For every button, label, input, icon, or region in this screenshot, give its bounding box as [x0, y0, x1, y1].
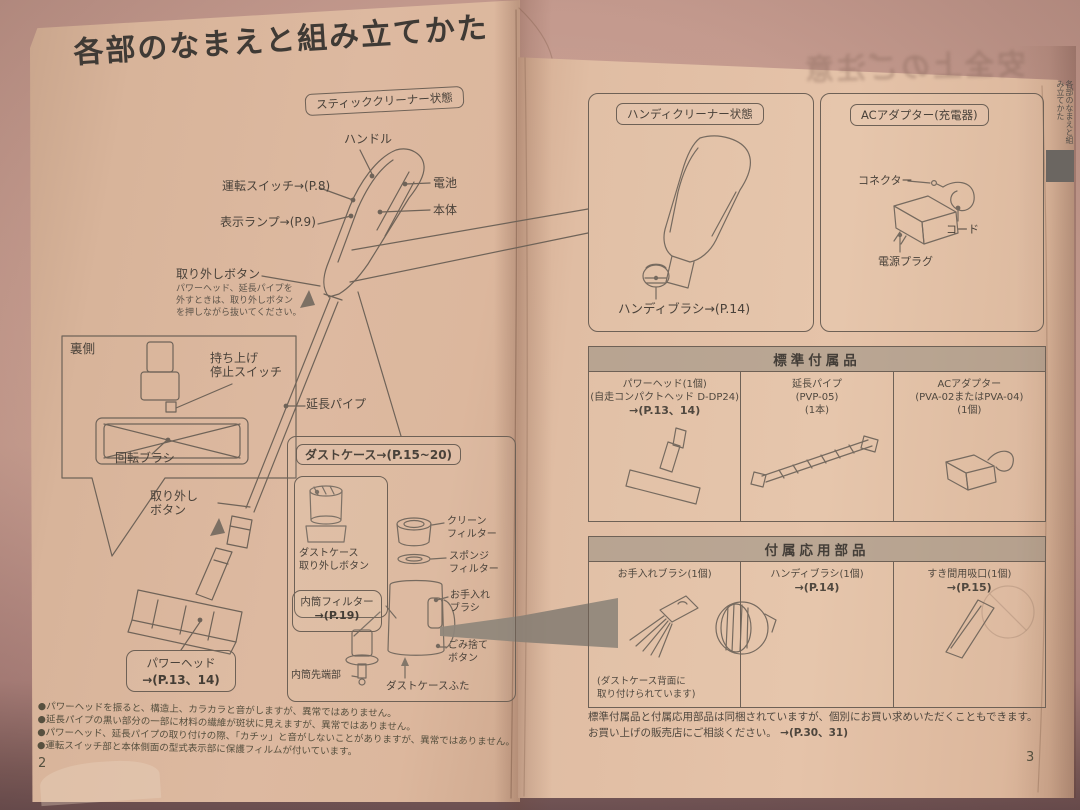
inner-filter-label-box: 内筒フィルター →(P.19) — [292, 590, 382, 632]
footnotes: ●パワーヘッドを振ると、構造上、カラカラと音がしますが、異常ではありません。 ●… — [37, 700, 516, 762]
label-indicator-lamp: 表示ランプ→(P.9) — [220, 215, 316, 229]
clean-filter-l2: フィルター — [447, 529, 497, 540]
optional-part-cell: ハンディブラシ(1個) →(P.14) — [741, 562, 894, 707]
label-release-button: 取り外しボタン — [176, 267, 261, 281]
standard-parts-header: 標準付属品 — [589, 347, 1045, 372]
ac-adapter-title: ACアダプター(充電器) — [850, 104, 989, 126]
dust-case-lid-label: ダストケースふた — [386, 680, 470, 692]
handy-cleaner-box — [588, 93, 814, 332]
power-head-l1: パワーヘッド — [146, 656, 216, 670]
label-release-button2-l1: 取り外し — [150, 489, 199, 503]
part-caption: (PVP-05) — [795, 392, 839, 403]
label-handle: ハンドル — [344, 132, 393, 146]
label-body: 本体 — [433, 203, 458, 217]
part-caption: ハンディブラシ(1個) — [770, 569, 864, 580]
handy-cleaner-title: ハンディクリーナー状態 — [616, 103, 764, 125]
standard-part-cell: 延長パイプ (PVP-05) (1本) — [741, 372, 894, 521]
inner-filter-l1: 内筒フィルター — [300, 596, 374, 608]
part-caption: ACアダプター — [937, 379, 1002, 390]
part-caption: パワーヘッド(1個) — [622, 379, 707, 390]
standard-parts-columns: パワーヘッド(1個) (自走コンパクトヘッド D-DP24) →(P.13、14… — [589, 372, 1045, 521]
sponge-filter-l2: フィルター — [449, 564, 499, 575]
part-caption: (自走コンパクトヘッド D-DP24) — [590, 392, 740, 403]
release-note-line1: パワーヘッド、延長パイプを — [176, 284, 293, 294]
dust-case-title: ダストケース→(P.15~20) — [296, 444, 462, 465]
part-caption: お手入れブラシ(1個) — [617, 569, 712, 580]
power-head-l2: →(P.13、14) — [142, 673, 220, 687]
part-caption: →(P.15) — [946, 581, 992, 594]
dust-case-release-subbox — [294, 476, 388, 618]
dispose-l1: ごみ捨て — [448, 640, 488, 651]
standard-part-cell: パワーヘッド(1個) (自走コンパクトヘッド D-DP24) →(P.13、14… — [589, 372, 742, 521]
care-brush-l2: ブラシ — [450, 603, 480, 614]
release-note-line2: 外すときは、取り外しボタン — [176, 296, 294, 306]
part-caption: 延長パイプ — [791, 379, 842, 390]
release-note-line3: を押しながら抜いてください。 — [176, 308, 302, 318]
label-extension-pipe: 延長パイプ — [306, 397, 367, 411]
part-caption: (PVA-02またはPVA-04) — [915, 392, 1024, 403]
dustcase-release-l2: 取り外しボタン — [299, 561, 369, 572]
label-power-switch: 運転スイッチ→(P.8) — [222, 179, 331, 193]
purchase-note-page-ref: →(P.30、31) — [780, 727, 849, 739]
optional-part-cell: すき間用吸口(1個) →(P.15) — [894, 562, 1045, 707]
side-tab-label: 各部のなまえと組み立てかた — [1056, 80, 1074, 144]
power-head-label-box: パワーヘッド →(P.13、14) — [126, 650, 236, 692]
label-lift-stop-l2: 停止スイッチ — [210, 365, 283, 379]
dustcase-release-l1: ダストケース — [299, 548, 359, 559]
label-lift-stop-l1: 持ち上げ — [210, 351, 259, 365]
part-note: (ダストケース背面に — [597, 676, 686, 687]
optional-parts-table: 付属応用部品 お手入れブラシ(1個) (ダストケース背面に 取り付けられています… — [588, 536, 1046, 708]
label-battery: 電池 — [433, 176, 458, 190]
optional-parts-header: 付属応用部品 — [589, 537, 1045, 562]
backside-title: 裏側 — [70, 341, 96, 356]
sponge-filter-l1: スポンジ — [449, 551, 489, 562]
page-number-right: 3 — [1026, 750, 1035, 765]
purchase-note-line2: お買い上げの販売店にご相談ください。 →(P.30、31) — [588, 727, 849, 740]
inner-filter-l2: →(P.19) — [314, 609, 360, 622]
side-tab-marker — [1046, 150, 1074, 182]
handy-brush-label: ハンディブラシ→(P.14) — [618, 301, 751, 316]
purchase-note-line1: 標準付属品と付属応用部品は同梱されていますが、個別にお買い求めいただくこともでき… — [588, 711, 1038, 723]
right-page-paper — [518, 57, 1074, 798]
optional-parts-columns: お手入れブラシ(1個) (ダストケース背面に 取り付けられています) ハンディブ… — [589, 562, 1045, 707]
part-caption: →(P.13、14) — [629, 404, 701, 417]
standard-part-cell: ACアダプター (PVA-02またはPVA-04) (1個) — [894, 372, 1045, 521]
part-caption: →(P.14) — [794, 581, 840, 594]
clean-filter-l1: クリーン — [447, 516, 487, 527]
dust-case-box — [287, 436, 516, 702]
optional-part-cell: お手入れブラシ(1個) (ダストケース背面に 取り付けられています) — [589, 562, 742, 707]
care-brush-l1: お手入れ — [450, 590, 490, 601]
part-caption: すき間用吸口(1個) — [927, 569, 1012, 580]
label-rotating-brush: 回転ブラシ — [115, 451, 175, 465]
part-caption: (1本) — [804, 405, 830, 416]
part-note: 取り付けられています) — [597, 689, 696, 700]
part-caption: (1個) — [957, 405, 982, 416]
standard-parts-table: 標準付属品 パワーヘッド(1個) (自走コンパクトヘッド D-DP24) →(P… — [588, 346, 1046, 522]
label-release-button2-l2: ボタン — [150, 503, 187, 517]
dispose-l2: ボタン — [448, 653, 478, 664]
inner-tip-label: 内筒先端部 — [291, 670, 341, 681]
plug-label: 電源プラグ — [878, 255, 933, 268]
cord-label: コード — [946, 223, 979, 236]
show-through-text: 安全上のご注意 — [801, 46, 1027, 87]
page-number-left: 2 — [38, 756, 47, 771]
connector-label: コネクター — [858, 174, 913, 187]
ac-adapter-box — [820, 93, 1044, 332]
purchase-note-line2-text: お買い上げの販売店にご相談ください。 — [588, 727, 777, 739]
